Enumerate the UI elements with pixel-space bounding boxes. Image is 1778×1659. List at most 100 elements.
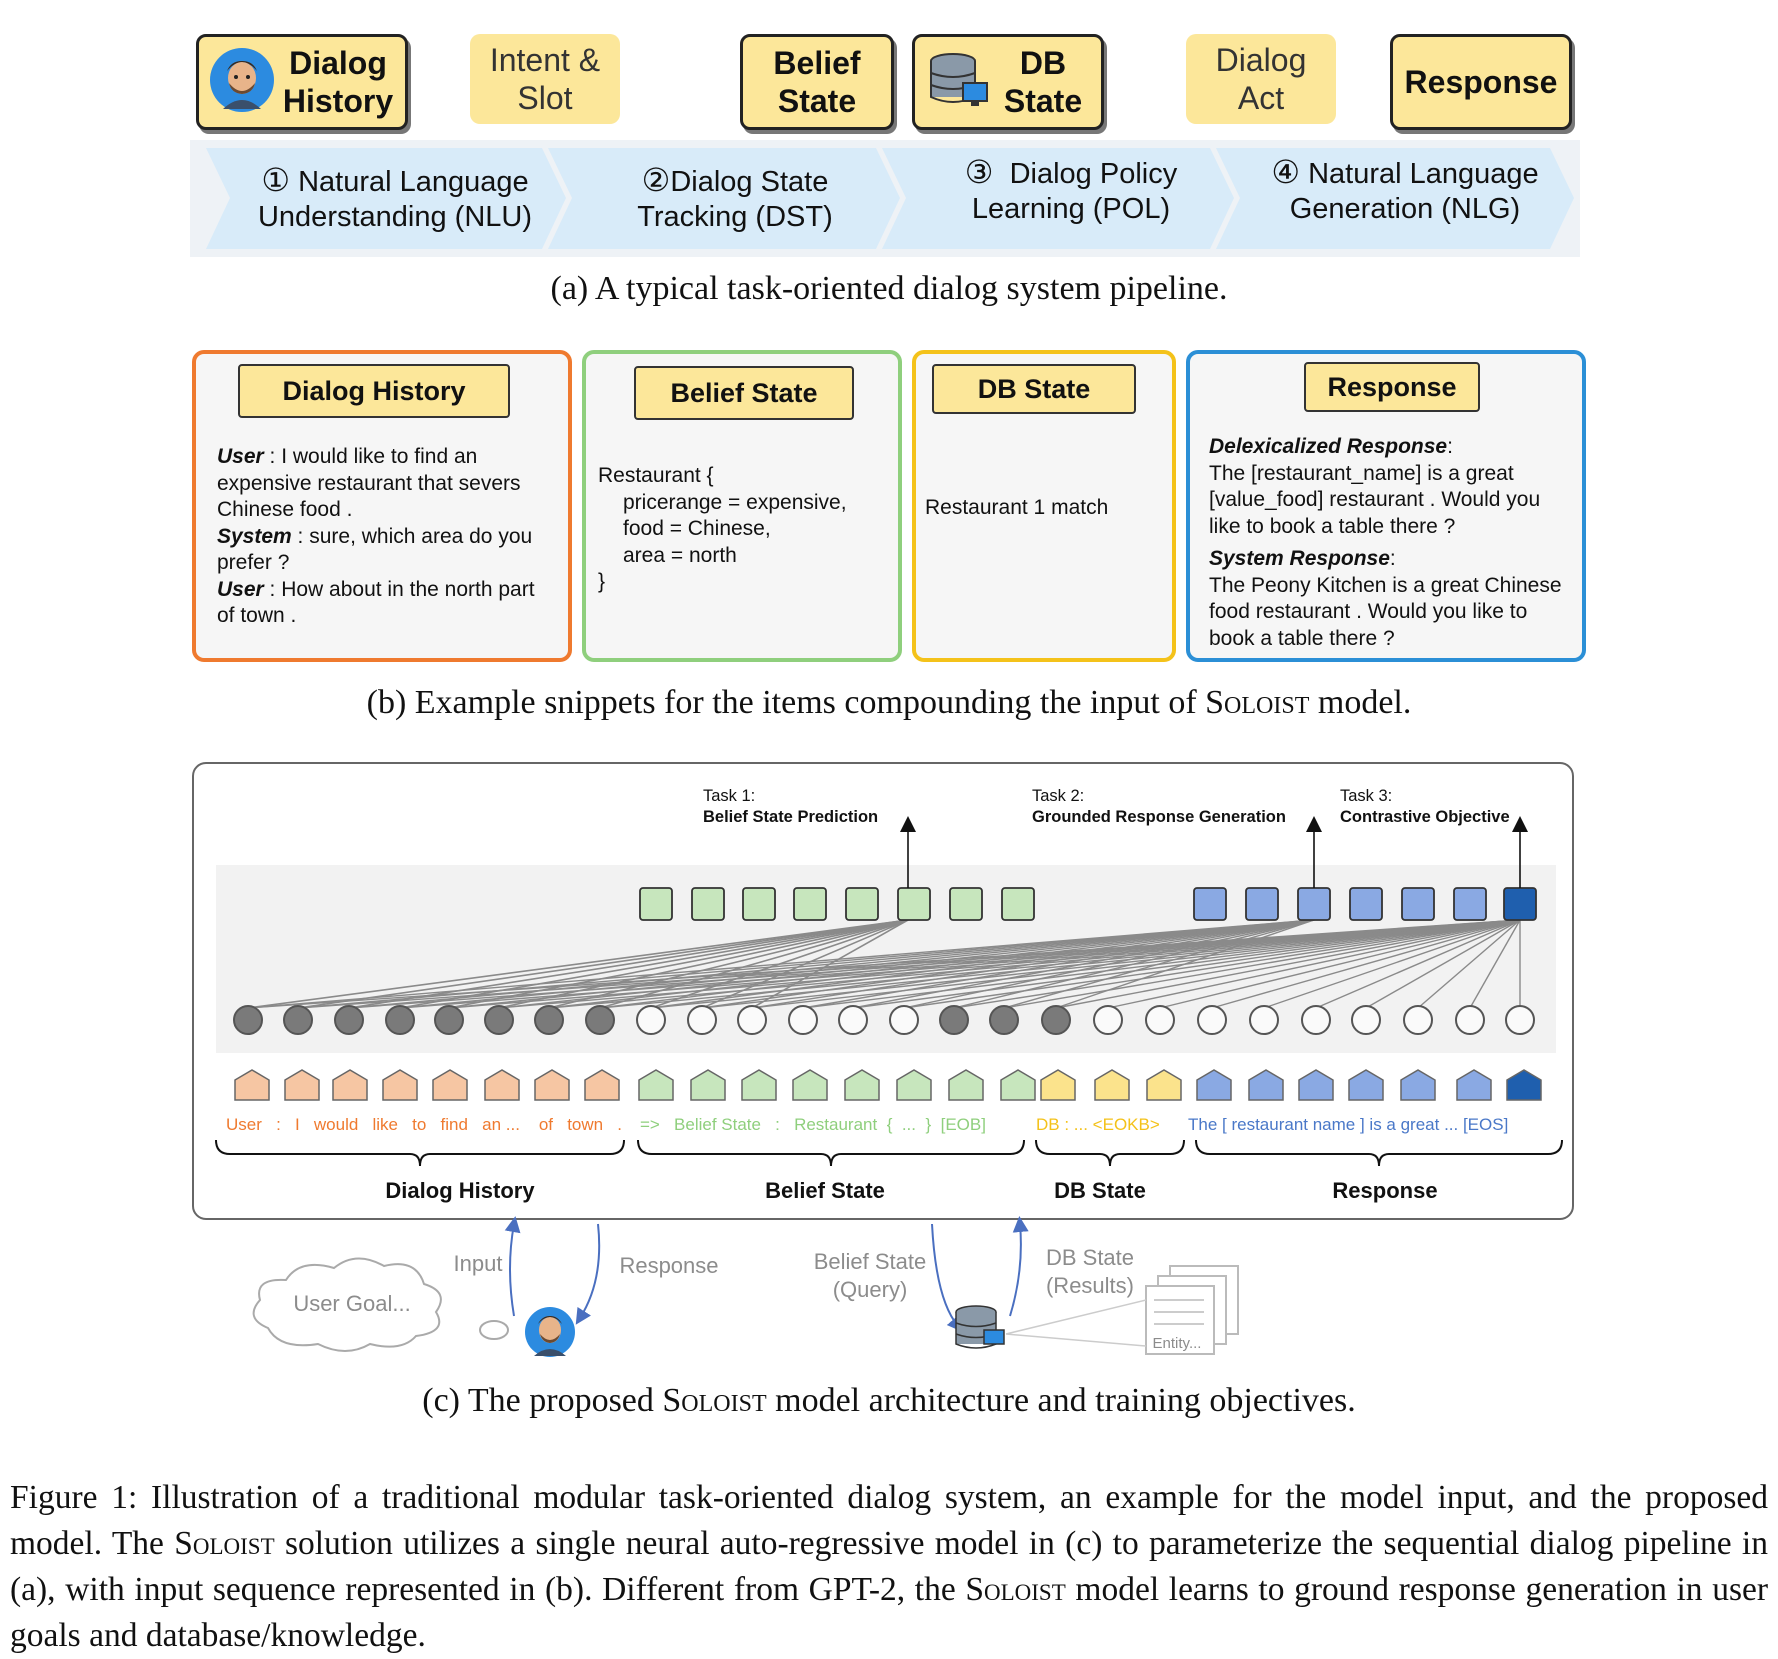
tok-like: like: [372, 1115, 398, 1134]
tok-restaurant: Restaurant: [794, 1115, 878, 1134]
panel-response-title: Response: [1304, 362, 1480, 412]
task-2-label: Task 2:: [1032, 787, 1085, 805]
tag-dialog-history: Dialog History: [196, 34, 408, 130]
step-pol-line2: Learning (POL): [971, 192, 1171, 225]
tok-would: would: [313, 1115, 359, 1134]
user-avatar-icon: [525, 1307, 575, 1357]
system-turn-1: : sure, which area do you prefer ?: [217, 524, 533, 575]
env-response-label: Response: [619, 1253, 719, 1278]
step-dst-line2: Tracking (DST): [637, 200, 833, 233]
user-turn-1: : I would like to find an expensive rest…: [217, 445, 521, 521]
panel-dialog-history-title: Dialog History: [238, 364, 510, 418]
segment-response: Response: [1332, 1178, 1438, 1203]
database-icon: [927, 51, 991, 113]
token-text-response: The [ restaurant name ] is a great ... […: [1188, 1115, 1509, 1134]
segment-dialog-history: Dialog History: [385, 1178, 535, 1203]
caption-c-pre: (c) The proposed: [422, 1382, 663, 1419]
tok-to: to: [412, 1115, 427, 1134]
env-user-goal: User Goal...: [293, 1291, 411, 1316]
delex-label: Delexicalized Response: [1209, 435, 1448, 458]
caption-b: (b) Example snippets for the items compo…: [0, 684, 1778, 722]
avatar-icon: [209, 47, 275, 113]
env-belief-query: Belief State (Query): [813, 1249, 927, 1302]
tok-arrow: =>: [640, 1115, 660, 1134]
tok-belief-colon: :: [775, 1115, 780, 1134]
step-pol-line1: Dialog Policy: [1009, 157, 1178, 190]
tok-colon: :: [276, 1115, 281, 1134]
user-turn-2: : How about in the north part of town .: [217, 577, 535, 628]
tag-dialog-act: Dialog Act: [1186, 34, 1336, 124]
env-input-label: Input: [453, 1251, 503, 1276]
tok-rbrace: }: [925, 1115, 932, 1134]
figure-caption-p1: Figure 1: Illustration of a traditional …: [10, 1479, 1768, 1562]
caption-c: (c) The proposed Soloist model architect…: [0, 1382, 1778, 1420]
figure-caption-p3: model learns to ground response generati…: [10, 1571, 1769, 1654]
tok-user: User: [226, 1115, 262, 1134]
step-nlu-line1: Natural Language: [298, 165, 529, 198]
panel-db-state-title: DB State: [932, 364, 1136, 414]
tok-belief-state: Belief State: [674, 1115, 761, 1134]
caption-c-model: Soloist: [662, 1382, 767, 1419]
tok-lbrace: {: [886, 1115, 893, 1134]
tok-an: an ...: [482, 1115, 520, 1134]
system-response-label: System Response: [1209, 547, 1390, 570]
token-text-db: DB : ... <EOKB>: [1036, 1115, 1160, 1134]
figure-caption-p2: solution utilizes a single neural auto-r…: [10, 1525, 1768, 1608]
figure-caption: Figure 1: Illustration of a traditional …: [10, 1475, 1768, 1659]
tag-belief-state: Belief State: [740, 34, 894, 130]
panel-db-state-text: Restaurant 1 match: [925, 496, 1109, 519]
step-pol-number: ③: [964, 153, 994, 190]
belief-line-4: area = north: [623, 543, 737, 567]
panel-belief-state-text: Restaurant { pricerange = expensive, foo…: [598, 463, 898, 596]
task-1-name: Belief State Prediction: [703, 808, 879, 826]
user-label-2: User: [217, 577, 264, 601]
panel-response-text: Delexicalized Response: The [restaurant_…: [1209, 435, 1562, 650]
delex-text: The [restaurant_name] is a great [value_…: [1209, 461, 1541, 538]
figure-caption-model-2: Soloist: [965, 1571, 1066, 1608]
figure-caption-model-1: Soloist: [174, 1525, 275, 1562]
tag-intent-slot: Intent & Slot: [470, 34, 620, 124]
token-text-history: User : I would like to find an ... of to…: [226, 1115, 622, 1135]
system-label: System: [217, 524, 292, 548]
env-db-results: DB State (Results): [1045, 1245, 1135, 1298]
task-2-name: Grounded Response Generation: [1032, 808, 1286, 826]
step-nlg-number: ④: [1271, 153, 1301, 190]
task-3: Task 3: Contrastive Objective: [1340, 786, 1510, 828]
belief-line-5: }: [598, 570, 606, 593]
belief-line-2: pricerange = expensive,: [623, 490, 847, 514]
token-text-belief: => Belief State : Restaurant { ... } [EO…: [640, 1115, 986, 1135]
caption-a: (a) A typical task-oriented dialog syste…: [550, 270, 1228, 307]
tok-eob: [EOB]: [940, 1115, 986, 1134]
step-nlg-line1: Natural Language: [1308, 157, 1539, 190]
task-1-label: Task 1:: [703, 787, 756, 805]
tok-town: town: [567, 1115, 604, 1134]
step-nlu-number: ①: [261, 161, 291, 198]
tok-ellipsis: ...: [901, 1115, 916, 1134]
tag-response-label: Response: [1404, 64, 1558, 100]
db-server-icon: [955, 1305, 1005, 1349]
caption-c-post: model architecture and training objectiv…: [766, 1382, 1356, 1419]
segment-belief-state: Belief State: [765, 1178, 885, 1203]
panel-response: [1186, 350, 1586, 662]
tag-db-state: DB State: [912, 34, 1104, 130]
step-dst-line1: Dialog State: [670, 165, 829, 198]
step-nlg-line2: Generation (NLG): [1289, 192, 1521, 225]
task-3-name: Contrastive Objective: [1340, 808, 1510, 826]
panel-dialog-history-text: User : I would like to find an expensive…: [217, 444, 557, 630]
caption-b-pre: (b) Example snippets for the items compo…: [366, 684, 1206, 721]
pipeline-arrows: [206, 148, 1574, 249]
tok-find: find: [440, 1115, 468, 1134]
step-nlu-line2: Understanding (NLU): [257, 200, 532, 233]
tag-intent-slot-label: Intent & Slot: [489, 42, 601, 116]
user-label: User: [217, 445, 264, 468]
task-2: Task 2: Grounded Response Generation: [1032, 786, 1286, 828]
tag-dialog-history-label: Dialog History: [282, 45, 394, 119]
tag-response: Response: [1390, 34, 1572, 130]
system-response-text: The Peony Kitchen is a great Chinese foo…: [1209, 573, 1562, 650]
tok-of: of: [538, 1115, 554, 1134]
